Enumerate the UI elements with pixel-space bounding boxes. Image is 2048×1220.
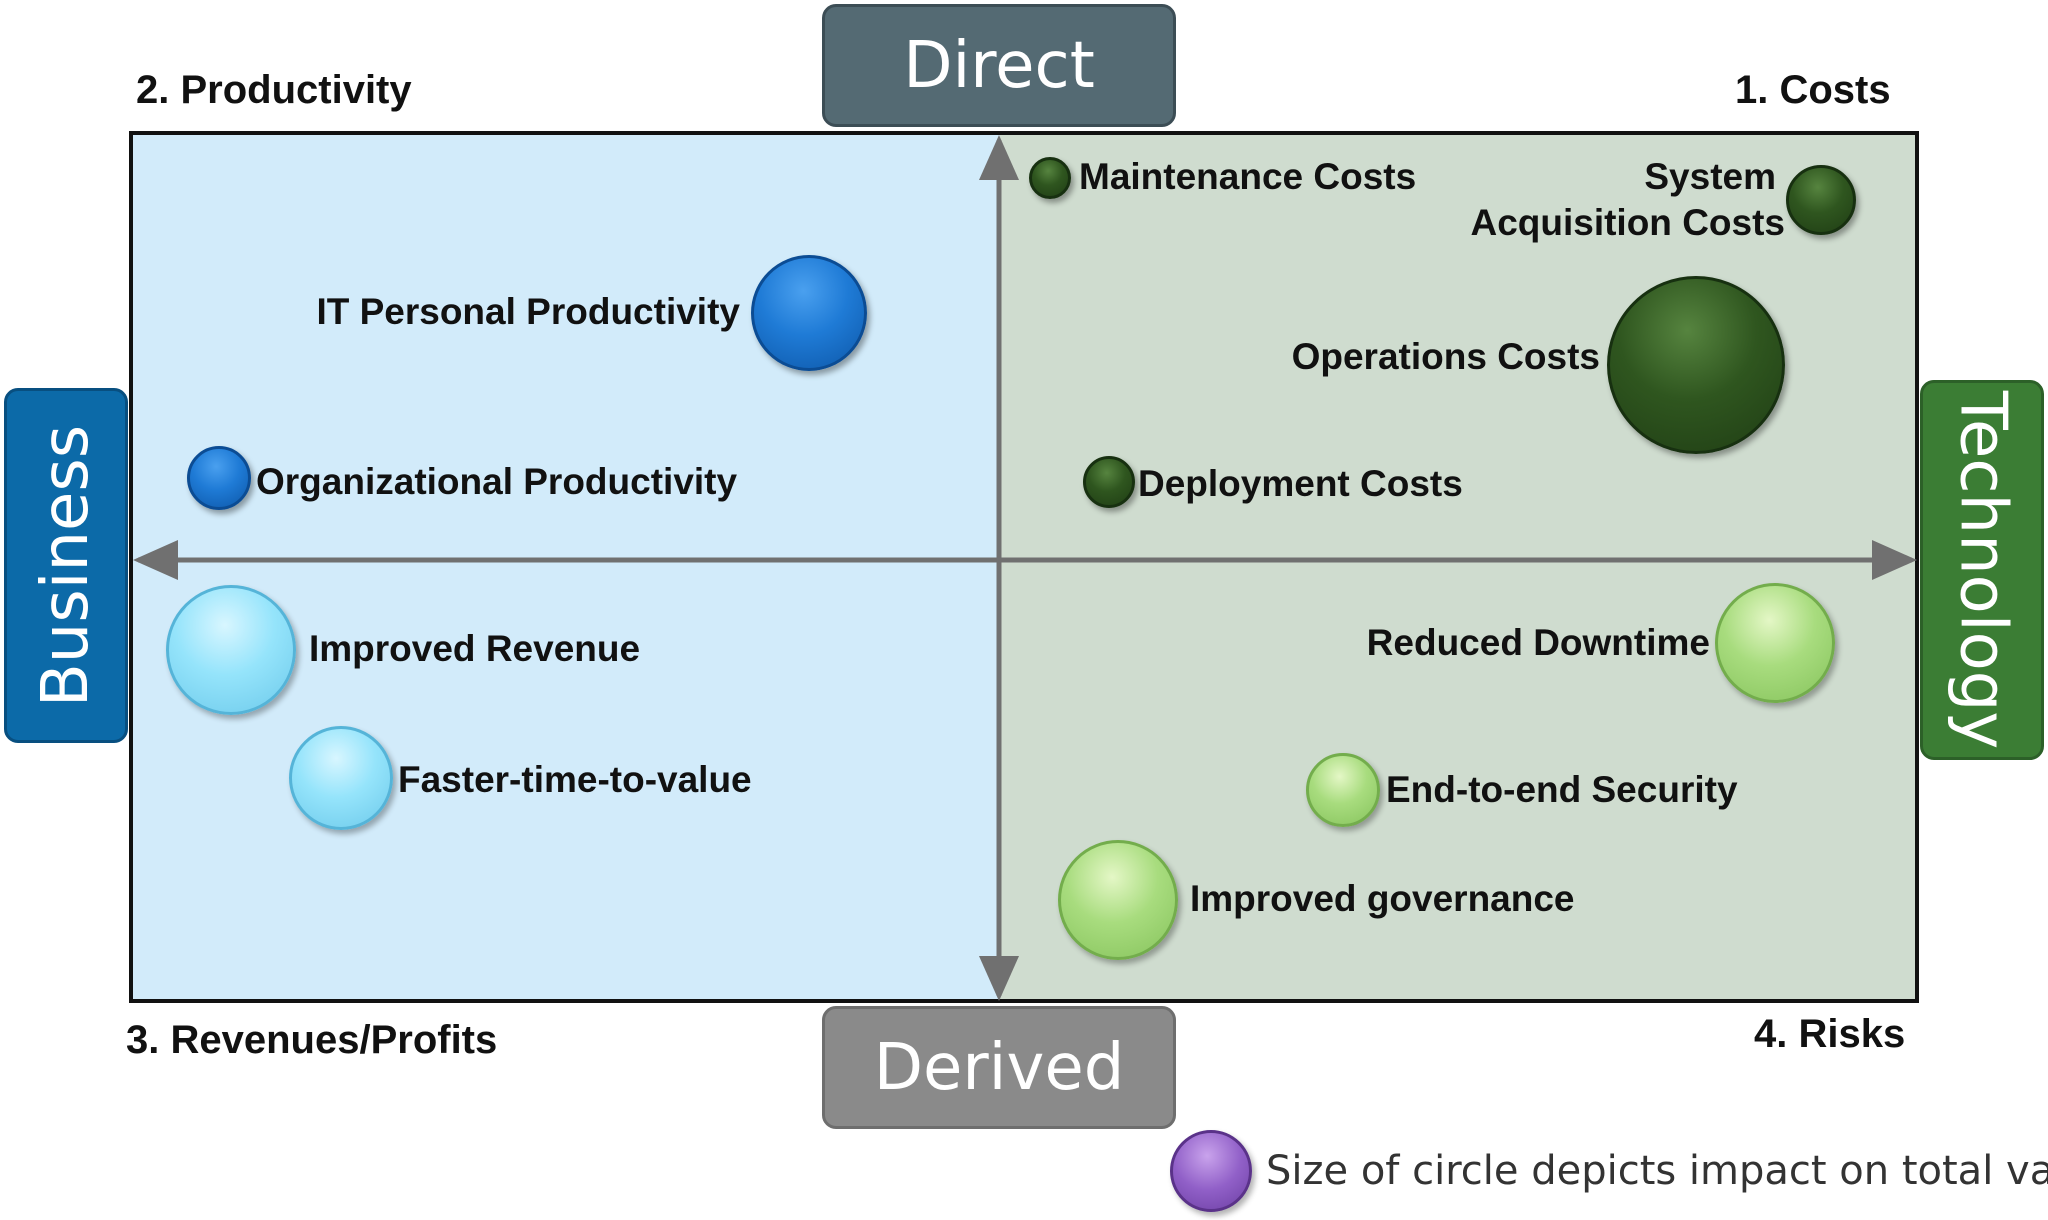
improved-governance-bubble [1058,840,1178,960]
reduced-downtime-label: Reduced Downtime [1366,622,1710,663]
faster-time-to-value-bubble [289,726,393,830]
business-axis-label: Business [4,388,128,743]
organizational-productivity-bubble [187,446,251,510]
derived-axis-label: Derived [822,1006,1176,1129]
system-acquisition-costs-bubble [1786,165,1856,235]
reduced-downtime-bubble [1715,583,1835,703]
legend-circle [1170,1130,1252,1212]
operations-costs-label: Operations Costs [1291,336,1600,377]
technology-axis-label: Technology [1920,380,2044,760]
end-to-end-security-label: End-to-end Security [1386,769,1738,810]
deployment-costs-bubble [1083,456,1135,508]
direct-label-text: Direct [903,28,1095,103]
derived-label-text: Derived [873,1030,1125,1105]
improved-revenue-label: Improved Revenue [309,628,641,669]
operations-costs-bubble [1607,276,1785,454]
legend-text: Size of circle depicts impact on total v… [1266,1148,2048,1194]
faster-time-to-value-label: Faster-time-to-value [398,759,752,800]
quadrant-label-revenues: 3. Revenues/Profits [126,1018,498,1062]
quadrant-label-risks: 4. Risks [1754,1012,1906,1056]
improved-governance-label: Improved governance [1190,878,1575,919]
business-label-text: Business [29,424,103,707]
technology-label-text: Technology [1945,390,2019,750]
deployment-costs-label: Deployment Costs [1138,463,1463,504]
quadrant-label-costs: 1. Costs [1735,68,1891,112]
quadrant-label-productivity: 2. Productivity [136,68,412,112]
organizational-productivity-label: Organizational Productivity [256,461,738,502]
system-acquisition-costs-label-line1: System [1644,156,1776,197]
system-acquisition-costs-label-line2: Acquisition Costs [1470,202,1785,243]
improved-revenue-bubble [166,585,296,715]
end-to-end-security-bubble [1306,753,1380,827]
it-personal-productivity-bubble [751,255,867,371]
maintenance-costs-bubble [1029,157,1071,199]
it-personal-productivity-label: IT Personal Productivity [316,291,740,332]
maintenance-costs-label: Maintenance Costs [1079,156,1417,197]
direct-axis-label: Direct [822,4,1176,127]
